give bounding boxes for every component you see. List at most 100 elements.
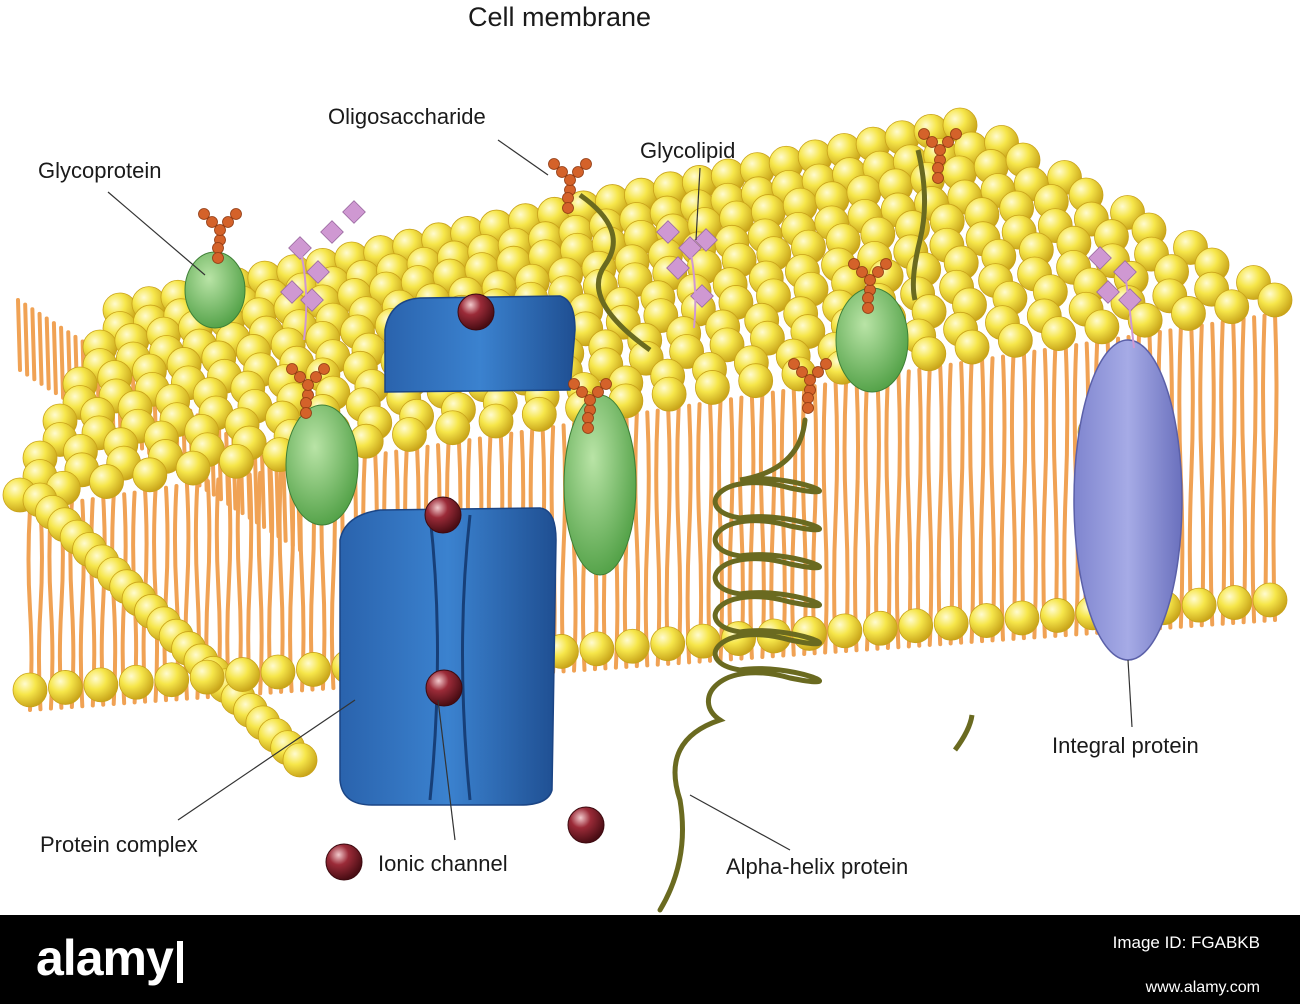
lipid-head [1004, 600, 1040, 636]
lipid-tail [110, 493, 118, 706]
oligosaccharide-bead [950, 128, 962, 140]
lipid-tail [1198, 323, 1206, 628]
lipid-tail [696, 402, 704, 664]
oligosaccharide-bead [820, 358, 832, 370]
lipid-tail [30, 307, 37, 382]
oligosaccharide-bead [804, 374, 816, 386]
lipid-tail [1229, 318, 1237, 626]
oligosaccharide-bead [862, 302, 874, 314]
lipid-head [521, 396, 557, 432]
oligosaccharide-bead [932, 162, 944, 174]
lipid-tail [978, 357, 986, 644]
leader-line [695, 167, 701, 241]
membrane-illustration [2, 107, 1293, 913]
oligosaccharide-bead [812, 366, 824, 378]
lipid-tail [842, 379, 850, 654]
lipid-head [650, 626, 686, 662]
glycolipid-stalk [1124, 271, 1135, 349]
lipid-head [218, 443, 254, 479]
lipid-head [1181, 587, 1217, 623]
lipid-head [48, 670, 83, 705]
lipid-head [435, 410, 471, 446]
leader-line [497, 139, 549, 176]
lipid-tail [1219, 320, 1227, 626]
glycoprotein [835, 287, 909, 393]
lipid-tail [947, 362, 955, 646]
lipid-head [1041, 316, 1077, 352]
channel-groove [461, 514, 472, 801]
glycoprotein [285, 404, 359, 526]
ion-particle [424, 496, 462, 534]
oligosaccharide-bead [222, 216, 234, 228]
glycolipid-sugar [306, 260, 330, 284]
lipid-head [614, 628, 650, 664]
lipid-tail [685, 403, 693, 665]
membrane-proteins [184, 128, 1183, 913]
lipid-head [954, 329, 990, 365]
lipid-tail [281, 468, 288, 543]
lipid-tail [1261, 313, 1269, 623]
image-id: Image ID: FGABKB [1112, 933, 1260, 952]
lipid-tail [1187, 325, 1195, 629]
label-protein-complex: Protein complex [40, 832, 198, 857]
lipid-head [898, 608, 934, 644]
lipid-tail [936, 364, 944, 647]
watermark-footer: alamy Image ID: FGABKB www.alamy.com [0, 915, 1300, 1004]
ionic-channel-protein [339, 507, 557, 806]
oligosaccharide-bead [300, 397, 312, 409]
oligosaccharide-bead [862, 292, 874, 304]
oligosaccharide-bead [556, 166, 568, 178]
oligosaccharide-bead [872, 266, 884, 278]
diagram-canvas: Cell membrane Oligosaccharide Glycolipid… [2, 2, 1293, 913]
lipid-head [296, 652, 331, 687]
oligosaccharide-bead [600, 378, 612, 390]
lipid-head [997, 322, 1033, 358]
oligosaccharide-bead [206, 216, 218, 228]
lipid-head [118, 664, 154, 700]
lipid-tail [274, 464, 281, 539]
lipid-tail [832, 380, 840, 654]
lipid-head [392, 417, 427, 452]
lipid-head [1127, 302, 1163, 338]
label-glycoprotein: Glycoprotein [38, 158, 162, 183]
label-ionic-channel: Ionic channel [378, 851, 508, 876]
label-oligosaccharide: Oligosaccharide [328, 104, 486, 129]
lipid-tail [926, 366, 934, 647]
oligosaccharide-bead [562, 202, 574, 214]
lipid-tail [821, 382, 829, 655]
oligosaccharide-bead [214, 224, 226, 236]
lipid-tail [873, 374, 881, 651]
lipid-tail [267, 459, 274, 534]
label-glycolipid: Glycolipid [640, 138, 736, 163]
lipid-tail [664, 407, 672, 666]
lipid-head [225, 657, 260, 692]
oligosaccharide-bead [562, 192, 574, 204]
oligosaccharide-bead [302, 379, 314, 391]
lipid-head [189, 659, 225, 695]
channel-groove [428, 514, 439, 801]
oligosaccharide-bead [796, 366, 808, 378]
leader-line [437, 699, 456, 841]
oligosaccharide-bead [198, 208, 210, 220]
lipid-tail [643, 410, 651, 668]
glycolipid-stalk [689, 247, 697, 329]
oligosaccharide-bead [212, 242, 224, 254]
lipid-tail [968, 359, 976, 644]
glycolipid-stalk [299, 247, 308, 341]
leader-line [177, 699, 356, 821]
lipid-tail [1240, 316, 1248, 625]
lipid-tail [675, 405, 683, 666]
oligosaccharide-bead [576, 386, 588, 398]
lipid-tail [633, 411, 641, 669]
glycolipid-sugar [320, 220, 344, 244]
lipid-head [709, 327, 745, 363]
leader-line [689, 794, 791, 851]
lipid-tail [853, 377, 861, 653]
lipid-tail [957, 361, 965, 645]
oligosaccharide-bead [934, 144, 946, 156]
lipid-head [132, 457, 168, 493]
oligosaccharide-bead [212, 252, 224, 264]
lipid-tail [737, 395, 745, 661]
oligosaccharide-bead [802, 402, 814, 414]
oligosaccharide-bead [582, 422, 594, 434]
